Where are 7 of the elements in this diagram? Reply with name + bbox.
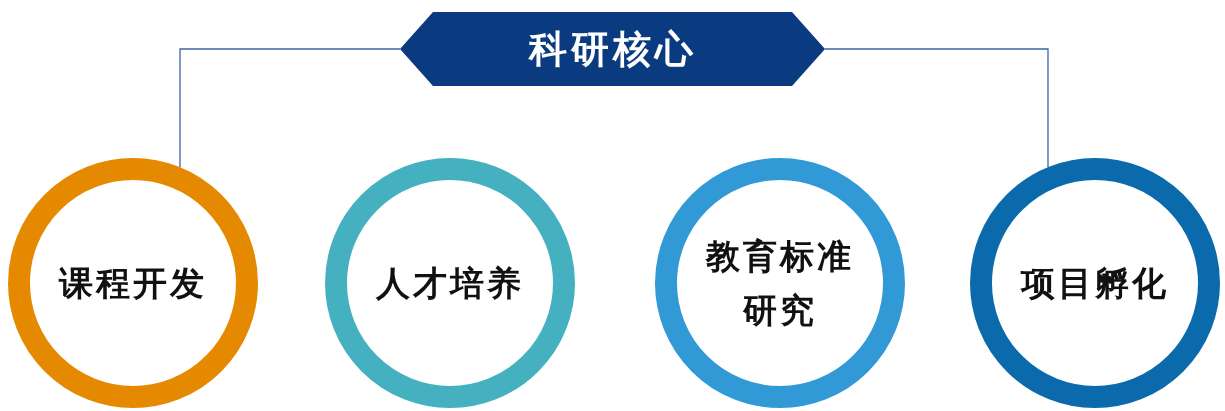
circle-label: 课程开发 [57,261,208,305]
connector-line [179,48,401,168]
circle-label: 项目孵化 [1019,261,1170,305]
circle-label: 人才培养 [375,261,525,305]
banner-title: 科研核心 [528,25,697,73]
connector-line [824,48,1049,168]
circle-label: 教育标准研究 [705,234,855,332]
